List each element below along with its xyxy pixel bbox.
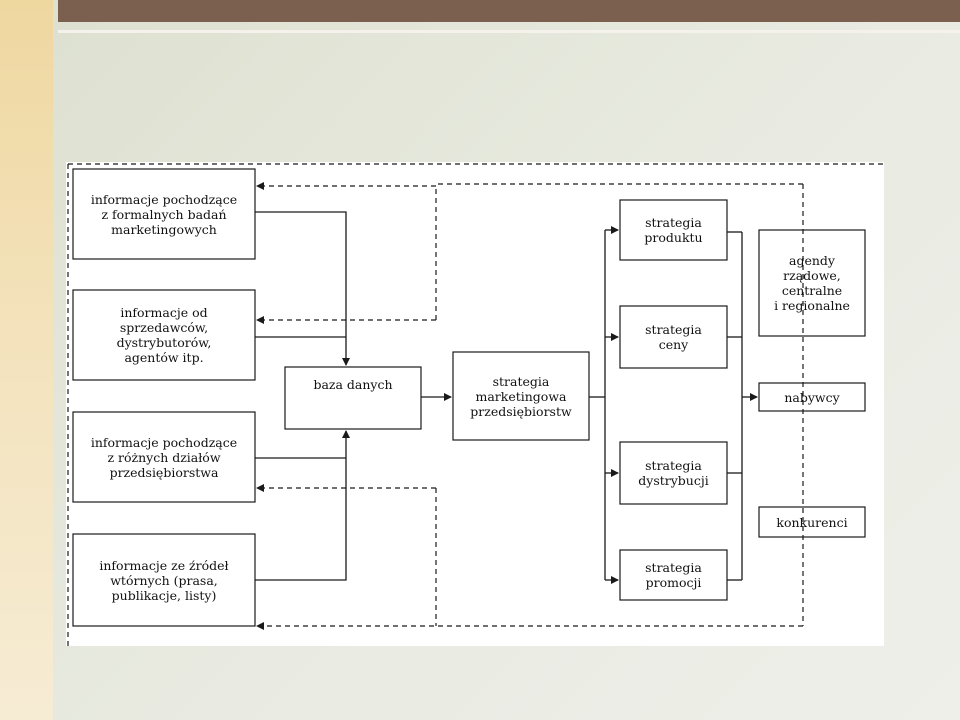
box-info-sellers (72, 289, 256, 381)
box-agencies-label: agendy rządowe, centralne i regionalne (774, 253, 850, 313)
box-info-sellers-label: informacje od sprzedawców, dystrybutorów… (116, 305, 212, 365)
box-database (284, 366, 422, 430)
box-promotion-strategy (619, 549, 728, 601)
box-product-strategy-label: strategia produktu (644, 215, 703, 245)
left-decor-band (0, 0, 53, 720)
arrow-formal-to-database (255, 211, 350, 366)
box-distribution-strategy (619, 441, 728, 505)
box-database-label: baza danych (313, 376, 393, 392)
title-underline (58, 30, 960, 33)
box-competitors-label: konkurenci (776, 514, 848, 530)
box-marketing-strategy (452, 351, 590, 441)
box-competitors (758, 506, 866, 538)
box-info-departments-label: informacje pochodzące z różnych działów … (90, 434, 238, 480)
box-product-strategy (619, 199, 728, 261)
box-info-secondary-label: informacje ze źródeł wtórnych (prasa, pu… (99, 557, 229, 603)
box-marketing-strategy-label: strategia marketingowa przedsiębiorstw (470, 373, 572, 419)
box-agencies (758, 229, 866, 337)
flow-diagram: informacje pochodzące z formalnych badań… (66, 162, 884, 646)
arrow-secondary-to-database (255, 430, 350, 581)
box-info-departments (72, 411, 256, 503)
box-price-strategy-label: strategia ceny (645, 322, 702, 352)
box-buyers-label: nabywcy (784, 389, 840, 405)
box-info-formal-label: informacje pochodzące z formalnych badań… (90, 191, 238, 237)
diagram-connectors (67, 163, 884, 646)
box-promotion-strategy-label: strategia promocji (645, 560, 702, 590)
box-buyers (758, 382, 866, 412)
box-info-formal (72, 168, 256, 260)
title-bar (58, 0, 960, 22)
box-distribution-strategy-label: strategia dystrybucji (638, 458, 709, 488)
